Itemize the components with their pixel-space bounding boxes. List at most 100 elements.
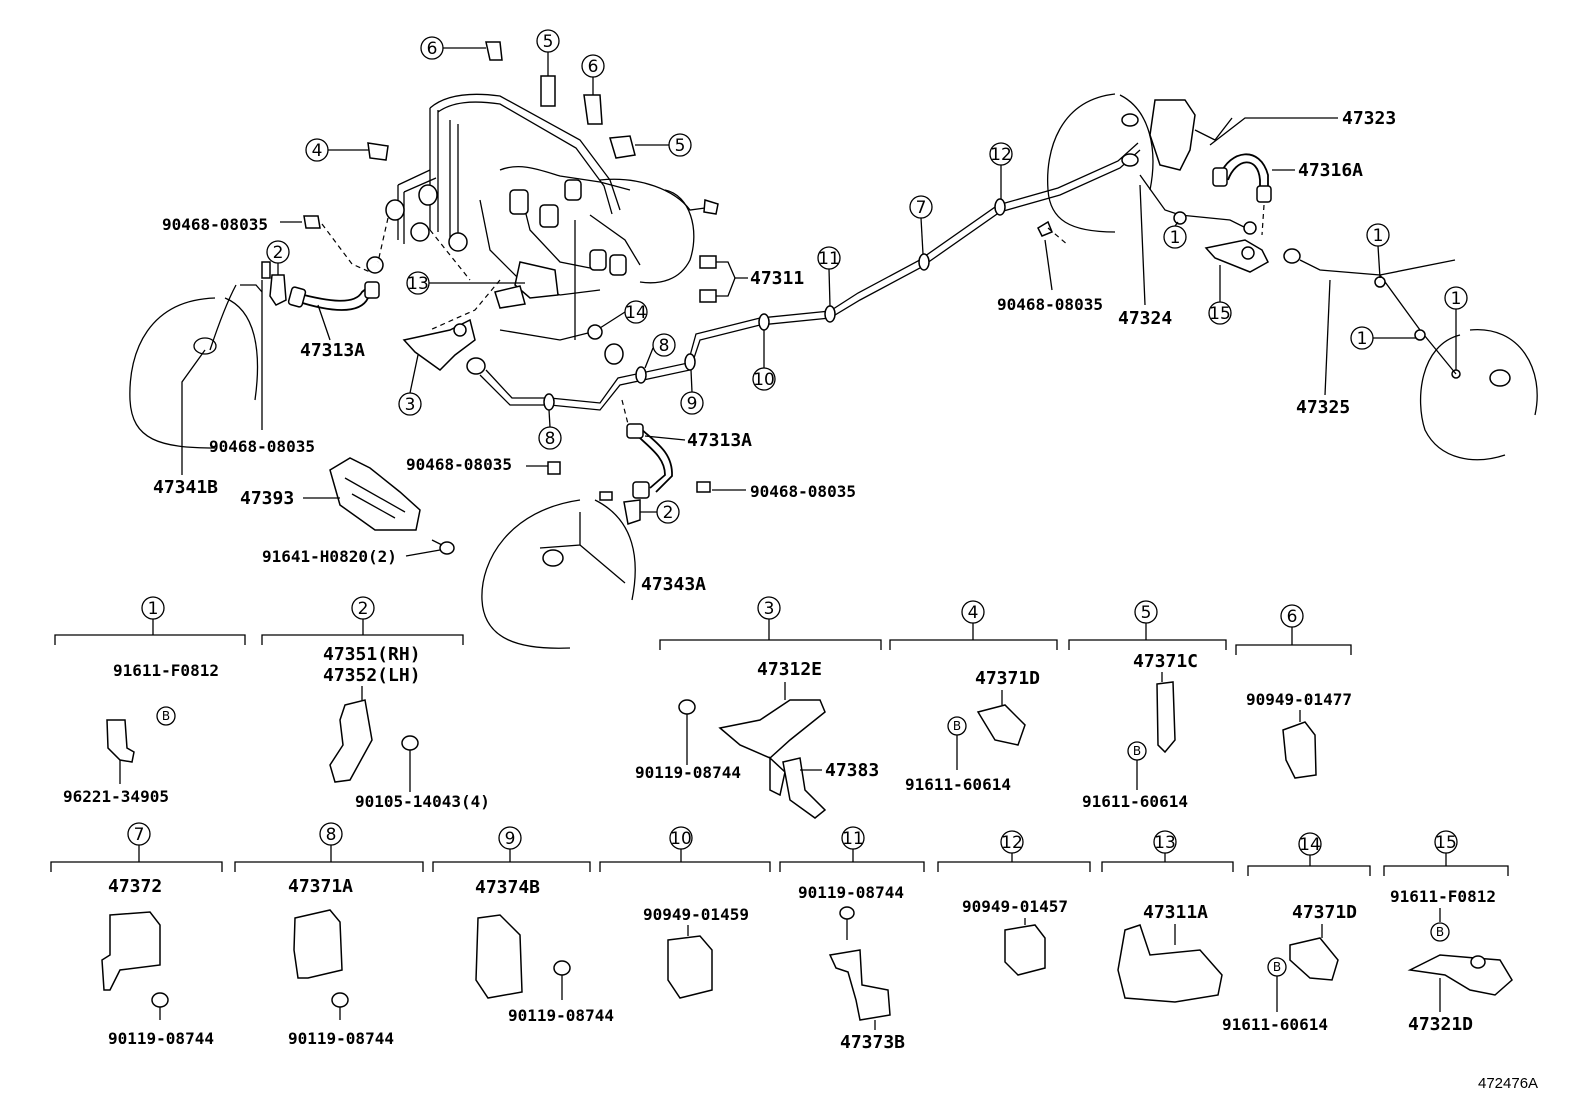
label-47313A-upper: 47313A <box>300 340 365 361</box>
callout-10: 10 <box>753 370 775 390</box>
callout-8-upper: 8 <box>659 336 670 356</box>
legend-4-part-b: 91611-60614 <box>905 775 1011 794</box>
legend-9-part-b: 90119-08744 <box>508 1006 614 1025</box>
bolt-marker: B <box>1436 925 1444 939</box>
legend-callout-4: 4 <box>968 603 979 623</box>
front-left-brake-disc <box>129 284 263 449</box>
legend-3-part-b: 90119-08744 <box>635 763 741 782</box>
legend-callout-15: 15 <box>1435 833 1457 853</box>
label-47324: 47324 <box>1118 308 1172 329</box>
legend-callout-8: 8 <box>326 825 337 845</box>
legend-callout-3: 3 <box>764 599 775 619</box>
bracket-3 <box>402 318 476 371</box>
label-90468-08035-a: 90468-08035 <box>162 215 268 234</box>
legend-1-part-a: 91611-F0812 <box>113 661 219 680</box>
legend-group-4: 4 47371D B 91611-60614 <box>889 600 1058 794</box>
legend-group-15: 15 91611-F0812 B 47321D <box>1383 830 1513 1035</box>
legend-15-part-a: 91611-F0812 <box>1390 887 1496 906</box>
legend-callout-11: 11 <box>842 829 864 849</box>
callout-9: 9 <box>687 394 698 414</box>
callout-6-mid: 6 <box>588 57 599 77</box>
legend-callout-5: 5 <box>1141 603 1152 623</box>
callout-3-upper: 3 <box>405 395 416 415</box>
legend-12-part-a: 90949-01457 <box>962 897 1068 916</box>
legend-3-part-a: 47312E <box>757 659 822 680</box>
label-47313A-lower: 47313A <box>687 430 752 451</box>
assembly-drawing <box>129 93 1538 649</box>
label-47393: 47393 <box>240 488 294 509</box>
legend-callout-12: 12 <box>1001 833 1023 853</box>
legend-group-1: 1 91611-F0812 B 96221-34905 <box>54 596 246 806</box>
legend-callout-9: 9 <box>505 829 516 849</box>
callout-13: 13 <box>407 274 429 294</box>
callout-1-a: 1 <box>1170 228 1181 248</box>
label-47316A: 47316A <box>1298 160 1363 181</box>
legend-2-part-b: 47352(LH) <box>323 665 421 686</box>
legend-8-part-a: 47371A <box>288 876 353 897</box>
label-91641-H0820-2: 91641-H0820(2) <box>262 547 397 566</box>
label-90468-08035-e: 90468-08035 <box>997 295 1103 314</box>
clip-90468-a <box>261 215 321 279</box>
bracket-15-upper <box>1204 239 1269 273</box>
legend-group-5: 5 47371C B 91611-60614 <box>1068 600 1227 811</box>
legend-11-part-b: 47373B <box>840 1032 905 1053</box>
bolt-marker: B <box>1133 744 1141 758</box>
legend-group-6: 6 90949-01477 <box>1235 604 1352 779</box>
bracket-47393 <box>329 457 455 555</box>
callout-5-top: 5 <box>543 32 554 52</box>
callout-labels: 6 5 6 5 4 90468-08035 2 47313A 90468-080… <box>153 29 1468 595</box>
legend-11-part-a: 90119-08744 <box>798 883 904 902</box>
legend-callout-13: 13 <box>1154 833 1176 853</box>
callout-2-lower: 2 <box>663 503 674 523</box>
callout-1-c: 1 <box>1451 289 1462 309</box>
rear-drum-left <box>1046 93 1257 235</box>
front-right-brake-disc <box>481 491 636 649</box>
legend-group-9: 9 47374B 90119-08744 <box>432 826 614 1025</box>
legend-group-13: 13 47311A <box>1101 830 1234 1003</box>
legend-7-part-a: 47372 <box>108 876 162 897</box>
flex-hose-47316A <box>1212 153 1272 236</box>
legend-group-10: 10 90949-01459 <box>599 826 771 999</box>
legend-callout-6: 6 <box>1287 607 1298 627</box>
legend-group-11: 11 90119-08744 47373B <box>779 826 925 1053</box>
label-47311: 47311 <box>750 268 804 289</box>
bolt-marker: B <box>1273 960 1281 974</box>
legend-callout-10: 10 <box>670 829 692 849</box>
label-47341B: 47341B <box>153 477 218 498</box>
label-90468-08035-d: 90468-08035 <box>750 482 856 501</box>
callout-15-upper: 15 <box>1209 304 1231 324</box>
flex-hose-lower <box>547 399 711 525</box>
legend-group-2: 2 47351(RH) 47352(LH) 90105-14043(4) <box>261 596 490 811</box>
callout-6-top: 6 <box>427 39 438 59</box>
legend-9-part-a: 47374B <box>475 877 540 898</box>
callout-5-mid: 5 <box>675 136 686 156</box>
label-47323: 47323 <box>1342 108 1396 129</box>
legend-2-part-a: 47351(RH) <box>323 644 421 665</box>
callout-14: 14 <box>625 303 647 323</box>
master-cylinder-lines <box>366 93 719 341</box>
label-47343A: 47343A <box>641 574 706 595</box>
label-90468-08035-c: 90468-08035 <box>406 455 512 474</box>
legend-group-3: 3 47312E 90119-08744 47383 <box>635 596 882 819</box>
legend-callout-2: 2 <box>358 599 369 619</box>
lower-brake-lines <box>466 142 1141 411</box>
figure-id: 472476A <box>1478 1075 1538 1092</box>
leader-lines <box>321 217 501 331</box>
callout-1-b: 1 <box>1373 226 1384 246</box>
legend-2-part-c: 90105-14043(4) <box>355 792 490 811</box>
legend-row-1: 1 91611-F0812 B 96221-34905 2 47351(RH) … <box>54 596 1352 819</box>
legend-4-part-a: 47371D <box>975 668 1040 689</box>
bracket-2-upper <box>269 274 287 306</box>
legend-5-part-b: 91611-60614 <box>1082 792 1188 811</box>
legend-5-part-a: 47371C <box>1133 651 1198 672</box>
legend-group-7: 7 47372 90119-08744 <box>50 822 223 1048</box>
legend-14-part-a: 47371D <box>1292 902 1357 923</box>
legend-10-part-a: 90949-01459 <box>643 905 749 924</box>
legend-row-2: 7 47372 90119-08744 8 47371A 90119-08744… <box>50 822 1513 1053</box>
callout-1-d: 1 <box>1357 329 1368 349</box>
legend-6-part-a: 90949-01477 <box>1246 690 1352 709</box>
legend-15-part-b: 47321D <box>1408 1014 1473 1035</box>
callout-4: 4 <box>312 141 323 161</box>
legend-8-part-b: 90119-08744 <box>288 1029 394 1048</box>
